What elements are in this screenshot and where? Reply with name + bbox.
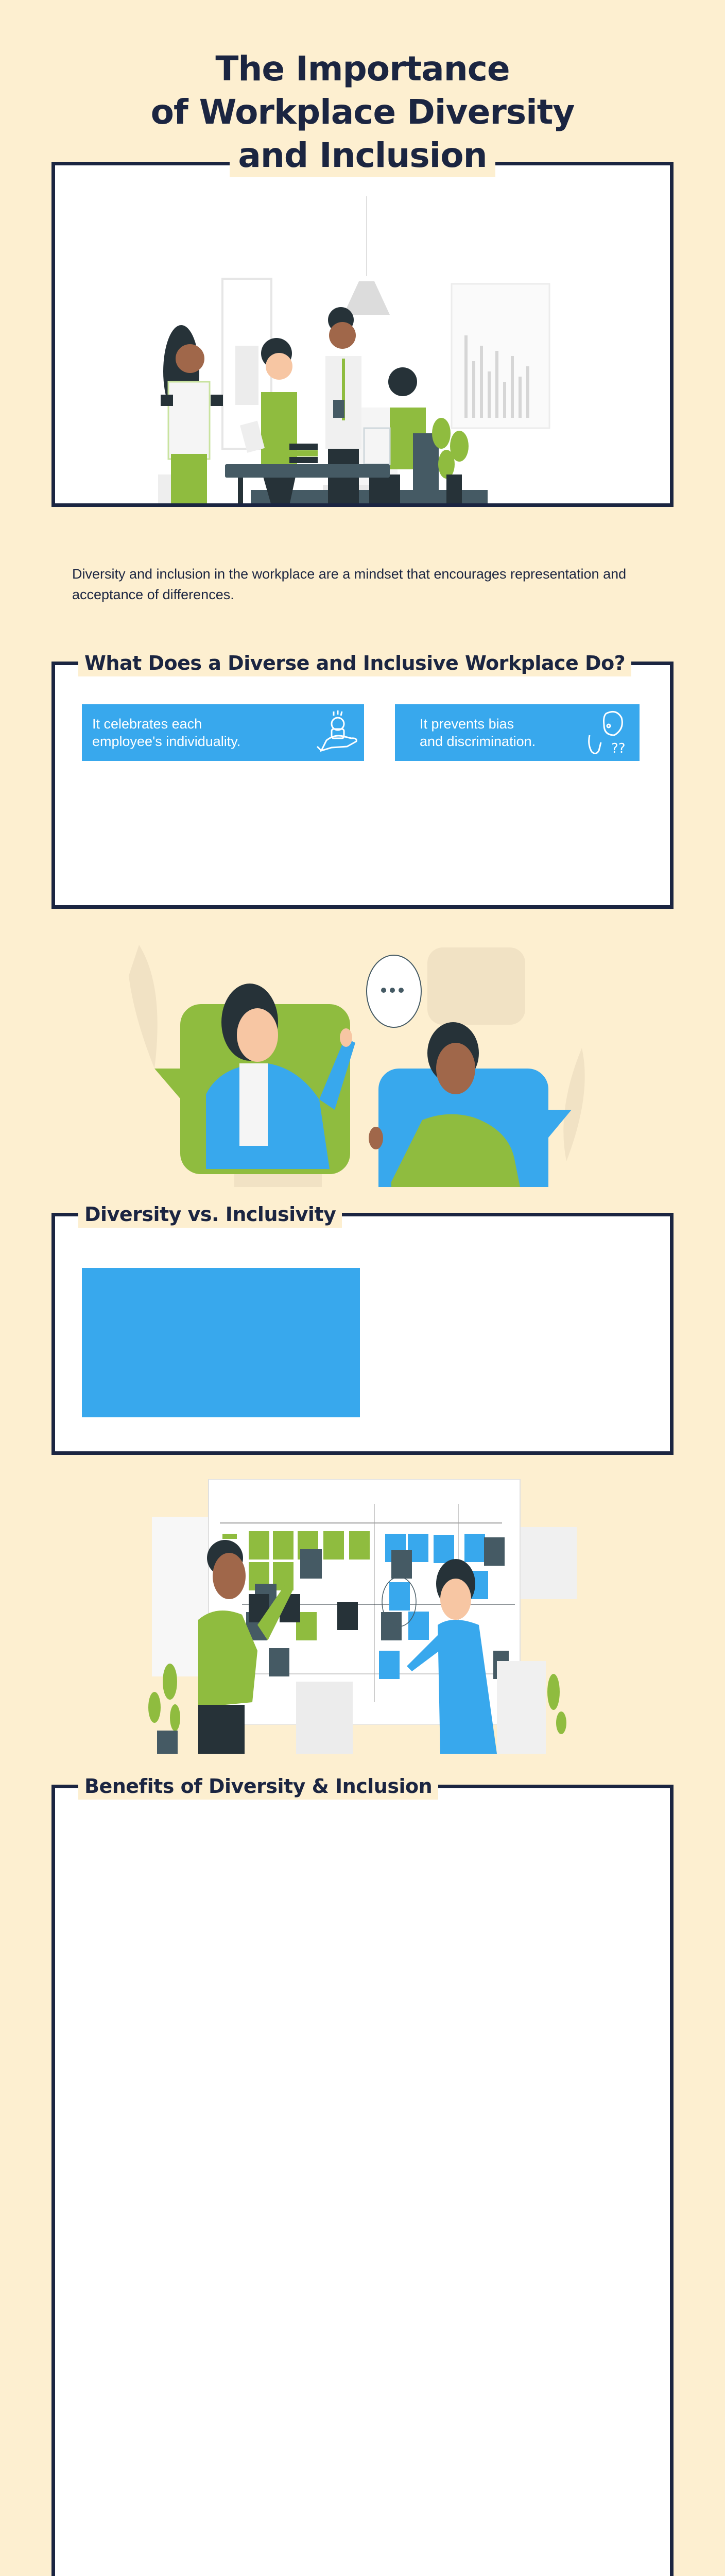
person-question-icon: ?? [580, 708, 632, 757]
hero-illustration-frame [51, 162, 674, 507]
title-line-3: and Inclusion [230, 134, 495, 177]
team-meeting-illustration [158, 196, 550, 503]
title-line-1: The Importance [215, 49, 510, 89]
planning-board-svg [148, 1479, 577, 1754]
svg-text:??: ?? [611, 741, 626, 756]
conversation-illustration [0, 914, 725, 1187]
card-prevents-bias: It prevents bias and discrimination. ?? [395, 704, 640, 761]
what-does-heading: What Does a Diverse and Inclusive Workpl… [78, 650, 632, 676]
what-does-section: What Does a Diverse and Inclusive Workpl… [51, 650, 674, 909]
intro-paragraph: Diversity and inclusion in the workplace… [72, 566, 627, 602]
card-text-line: and discrimination. [420, 734, 536, 749]
card-celebrates-individuality: It celebrates each employee's individual… [82, 704, 364, 761]
card-text-line: employee's individuality. [92, 734, 241, 749]
benefits-section: Benefits of Diversity & Inclusion [51, 1773, 674, 2576]
planning-board-illustration [0, 1465, 725, 1754]
hand-holding-person-icon [311, 709, 362, 756]
diversity-vs-inclusivity-section: Diversity vs. Inclusivity [51, 1201, 674, 1455]
card-text-line: It prevents bias [420, 716, 514, 732]
title-line-2: of Workplace Diversity [150, 92, 575, 132]
conversation-illustration-svg [129, 945, 585, 1187]
versus-heading: Diversity vs. Inclusivity [78, 1201, 342, 1228]
card-text-line: It celebrates each [92, 716, 202, 732]
benefits-heading: Benefits of Diversity & Inclusion [78, 1773, 439, 1800]
diverse-workplace-card [82, 1268, 360, 1417]
page-title: The Importance of Workplace Diversity an… [0, 0, 725, 177]
